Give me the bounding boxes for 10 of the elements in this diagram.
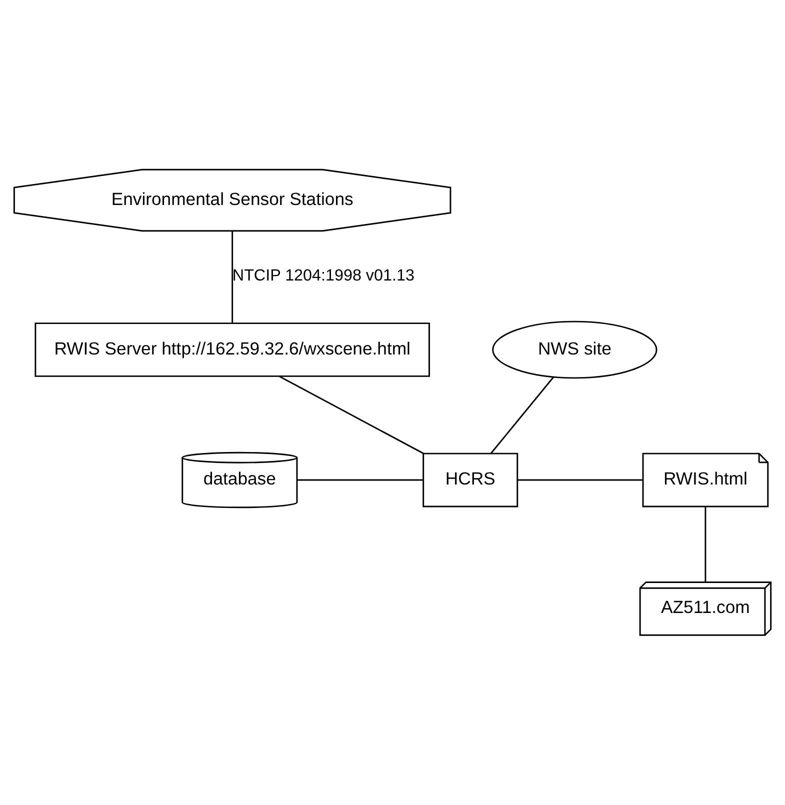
connector: [232, 230, 234, 324]
connector: [279, 376, 424, 454]
node-ellipse: NWS site: [492, 320, 658, 379]
connector: [704, 506, 706, 582]
connector: [297, 479, 424, 481]
connector: [490, 376, 554, 454]
node-box: RWIS Server http://162.59.32.6/wxscene.html: [34, 322, 430, 377]
connector: [518, 479, 642, 481]
edge-label: NTCIP 1204:1998 v01.13: [232, 266, 414, 284]
node-box: HCRS: [422, 452, 518, 508]
